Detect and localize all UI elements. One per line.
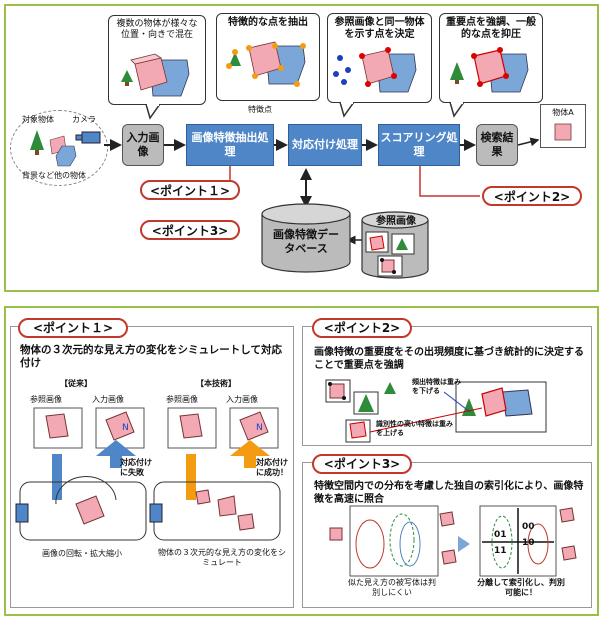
database-cylinder — [261, 203, 351, 273]
label-object-a: 物体A — [552, 108, 574, 117]
bubble-same-tail — [339, 102, 355, 118]
reference-images-label: 参照画像 — [376, 216, 416, 227]
point2-illustration — [325, 379, 547, 443]
label-feature-point: 特徴点 — [248, 105, 272, 114]
bubble-same-object: 参照画像と同一物体を示す点を決定 — [327, 13, 432, 103]
bubble-mixed-objects: 複数の物体が様々な位置・向きで混在 — [108, 15, 206, 105]
database-label: 画像特徴データベース — [273, 228, 339, 255]
point1-heading: 物体の３次元的な見え方の変化をシミュレートして対応付け — [20, 344, 282, 369]
bubble-mixed-illustration — [121, 53, 190, 97]
p3-right-caption: 分離して索引化し、判別可能に！ — [477, 578, 565, 597]
p1-fail-label: 対応付けに失敗 — [120, 458, 152, 477]
p1-ref-label-b: 参照画像 — [166, 395, 198, 404]
svg-text:N: N — [256, 423, 263, 433]
bubble-mixed-text: 複数の物体が様々な位置・向きで混在 — [116, 19, 198, 40]
label-camera: カメラ — [72, 115, 96, 124]
p1-input-label-a: 入力画像 — [92, 395, 124, 404]
p3-code-01: 01 — [494, 530, 507, 540]
object-a-cube — [554, 123, 572, 141]
p2-distinct-label: 識別性の高い特徴は重みを上げる — [376, 420, 453, 437]
p1-ours-label: 【本技術】 — [196, 379, 236, 388]
bubble-same-text: 参照画像と同一物体を示す点を決定 — [334, 17, 425, 40]
bubble-same-illustration — [333, 47, 417, 93]
reference-thumbnails — [365, 231, 415, 277]
point2-tag: <ポイント2> — [482, 186, 582, 206]
bubble-feature-illustration — [226, 41, 306, 87]
p1-input-label-b: 入力画像 — [226, 395, 258, 404]
p1-caption-a: 画像の回転・拡大縮小 — [42, 549, 122, 558]
box-matching: 対応付け処理 — [288, 124, 362, 166]
svg-text:N: N — [122, 423, 129, 433]
point3-title: <ポイント3> — [312, 454, 412, 474]
bubble-emph-text: 重要点を強調、一般的な点を抑圧 — [446, 17, 536, 40]
camera-scene-illustration — [30, 130, 101, 167]
bubble-feature-points: 特徴的な点を抽出 — [216, 13, 320, 101]
label-target-object: 対象物体 — [22, 115, 54, 124]
p3-code-00: 00 — [522, 522, 535, 532]
bubble-emphasize: 重要点を強調、一般的な点を抑圧 — [439, 13, 543, 103]
bubble-emph-illustration — [450, 47, 529, 93]
object-a-box: 物体A — [540, 104, 586, 148]
point2-title: <ポイント2> — [312, 318, 412, 338]
p1-caption-b: 物体の３次元的な見え方の変化をシミュレート — [158, 548, 286, 567]
box-feature-extraction: 画像特徴抽出処理 — [186, 124, 274, 166]
point2-heading: 画像特徴の重要度をその出現頻度に基づき統計的に決定することで重要点を強調 — [314, 347, 584, 371]
flow-arrows — [104, 137, 540, 245]
camera-scene-ellipse — [10, 110, 108, 186]
p2-frequent-label: 頻出特徴は重みを下げる — [412, 378, 461, 395]
label-background: 背景など他の物体 — [22, 171, 86, 180]
point1-tag: <ポイント１> — [140, 180, 240, 200]
point3-heading: 特徴空間内での分布を考慮した独自の索引化により、画像特徴を高速に照合 — [314, 481, 584, 505]
bubble-mixed-tail — [145, 104, 161, 120]
box-input-image: 入力画像 — [122, 124, 164, 166]
point3-tag: <ポイント3> — [140, 220, 240, 240]
p3-left-caption: 似た見え方の被写体は判別しにくい — [348, 578, 436, 597]
point1-illustration: N N — [15, 407, 281, 541]
p3-code-10: 10 — [522, 538, 535, 548]
p1-conventional-label: 【従来】 — [60, 379, 92, 388]
box-search-result: 検索結果 — [476, 124, 518, 166]
bubble-feature-text: 特徴的な点を抽出 — [228, 17, 308, 28]
bubble-emph-tail — [449, 102, 465, 118]
box-scoring: スコアリング処理 — [378, 124, 460, 166]
point3-illustration — [329, 505, 577, 577]
p1-success-label: 対応付けに成功！ — [256, 458, 288, 477]
p3-code-11: 11 — [494, 546, 507, 556]
p1-ref-label-a: 参照画像 — [30, 395, 62, 404]
point1-title: <ポイント１> — [18, 318, 128, 338]
